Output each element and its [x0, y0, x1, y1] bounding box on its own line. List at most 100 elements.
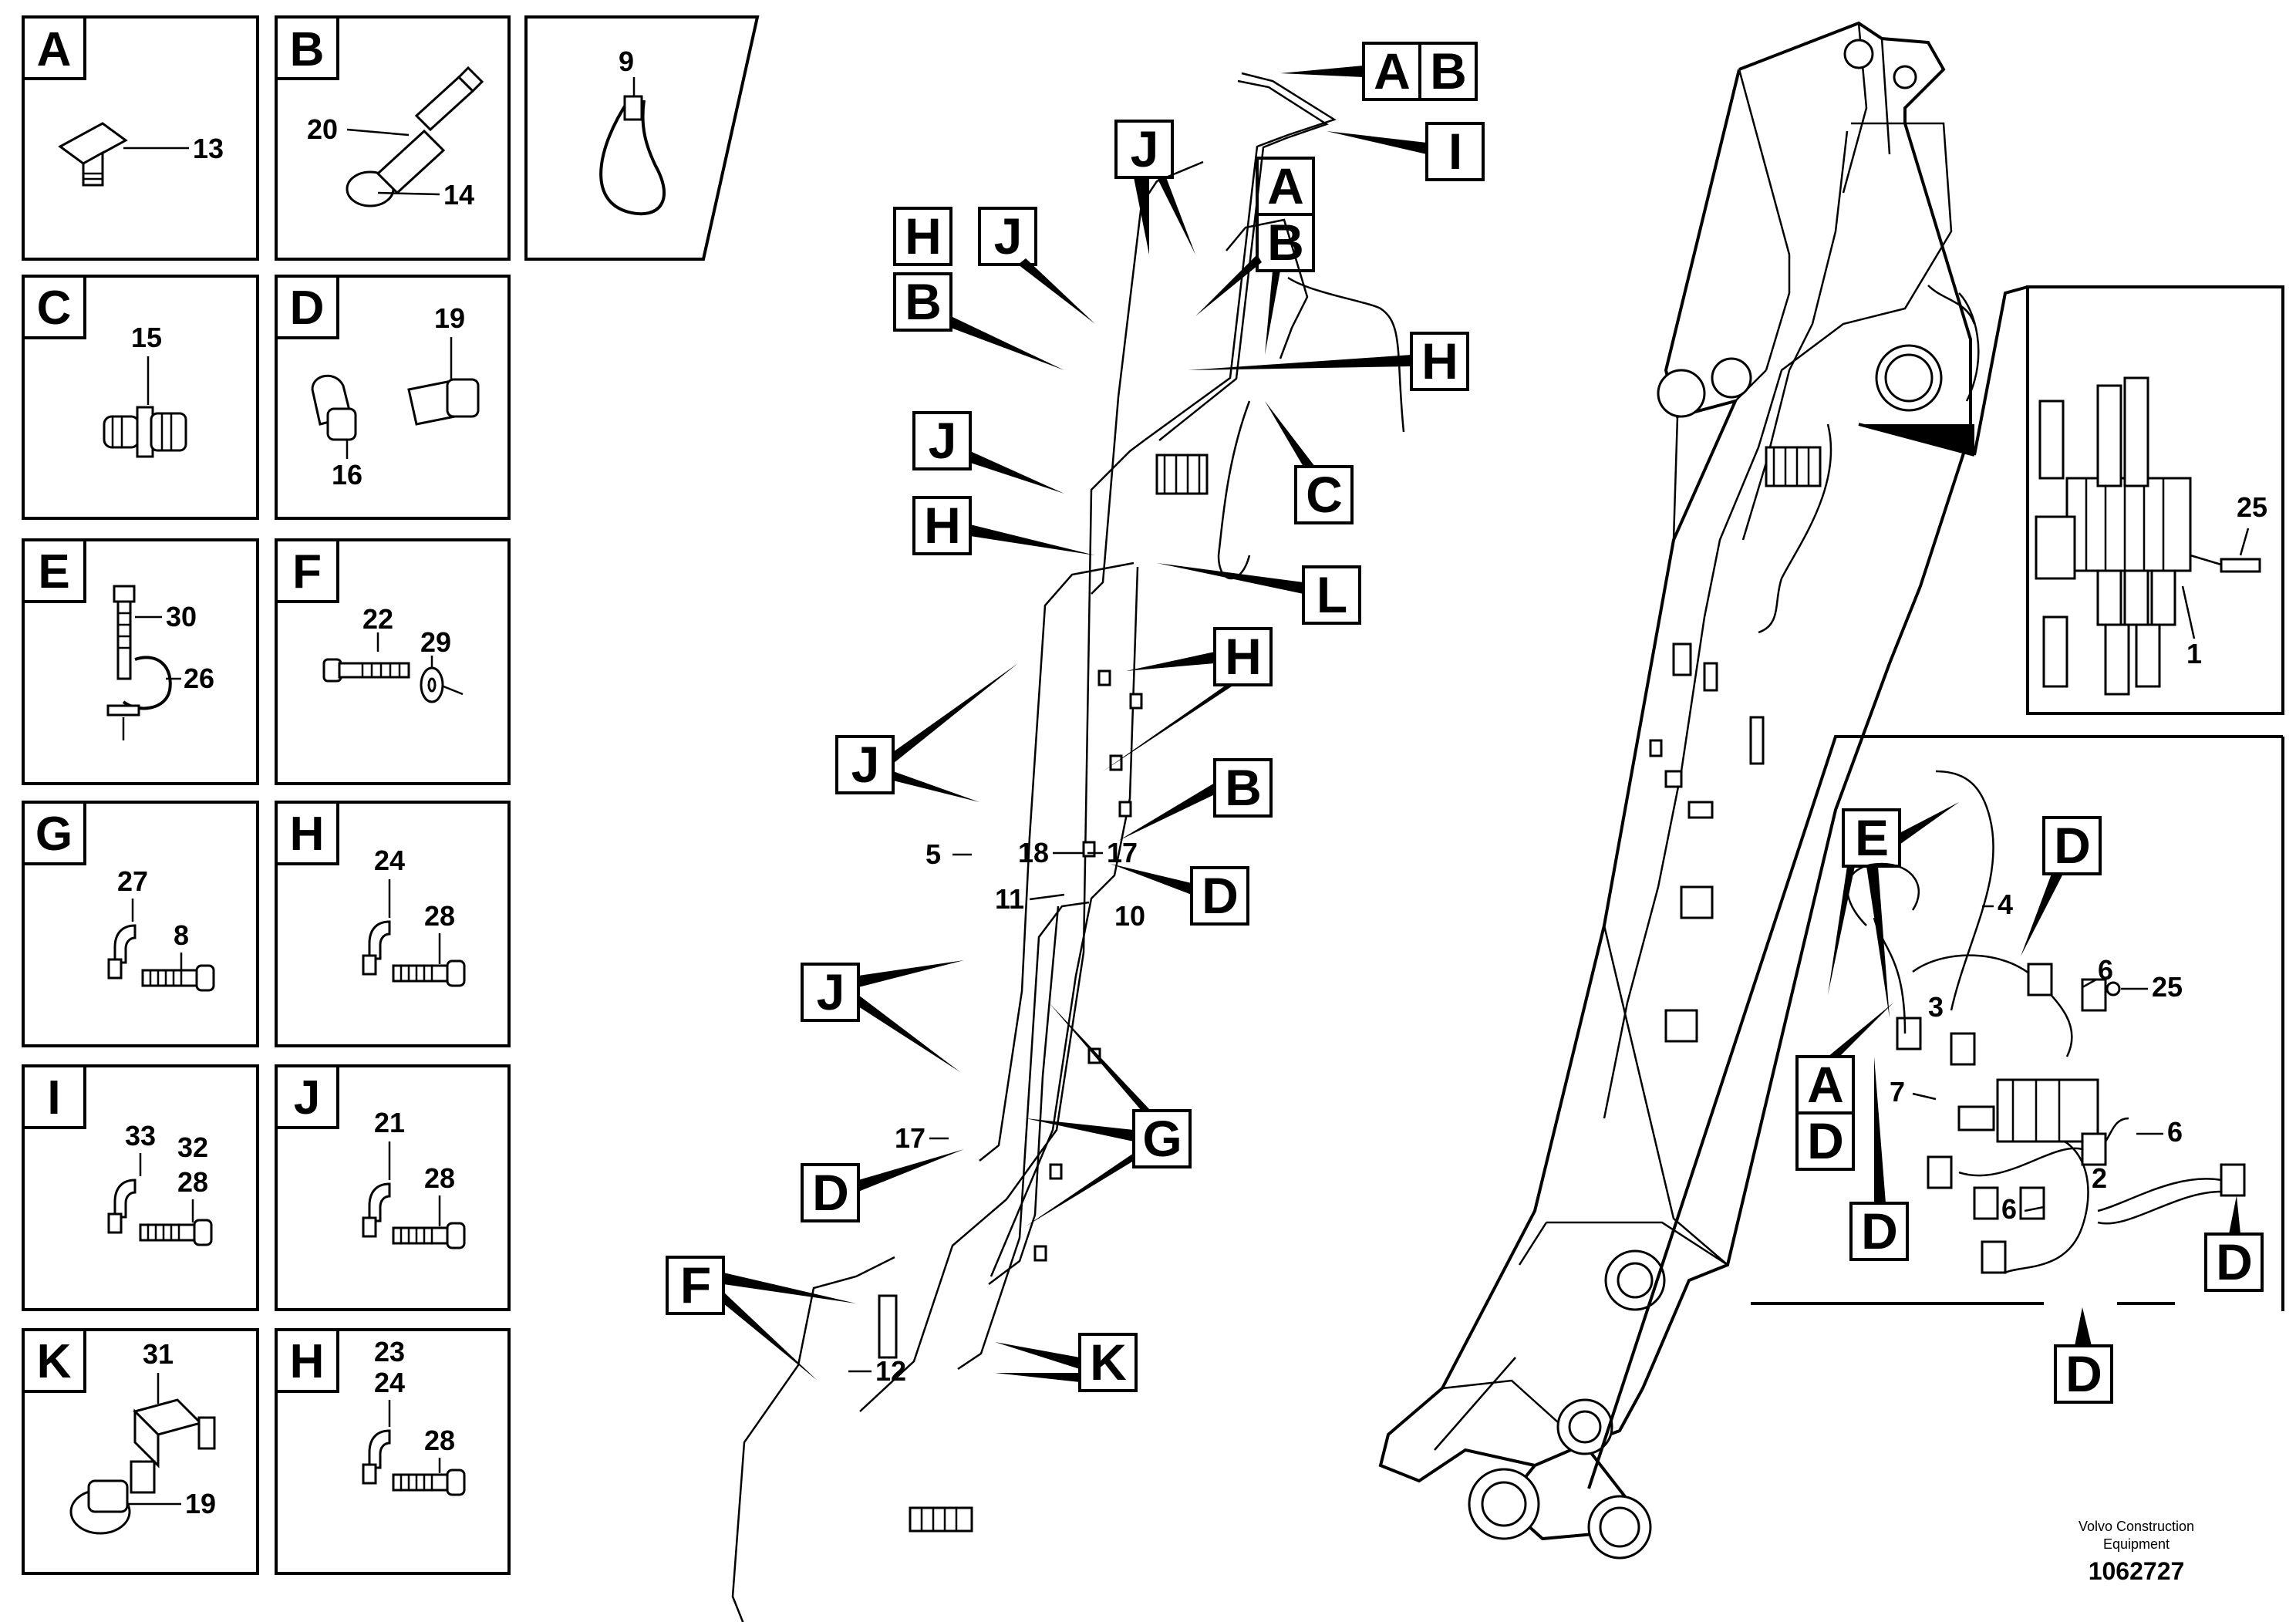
nipple-fitting-icon: [103, 406, 187, 458]
svg-text:J: J: [851, 736, 880, 793]
callout-d-detail-4: D: [2204, 1195, 2264, 1292]
svg-text:B: B: [1267, 214, 1304, 271]
panel-d-letter: D: [290, 282, 325, 335]
callout-h-1: H: [1188, 332, 1469, 391]
callout-d-2: D: [801, 1149, 964, 1222]
detail-num-6b: 6: [2167, 1116, 2183, 1148]
svg-text:B: B: [1430, 42, 1467, 99]
svg-text:D: D: [2054, 817, 2091, 874]
bolt-washer-icon: [322, 658, 464, 703]
panel-cable-tie: 9: [524, 15, 760, 261]
callout-j-3: J: [912, 411, 1064, 494]
panel-h1-num-1: 24: [374, 845, 405, 876]
svg-text:F: F: [680, 1256, 711, 1313]
callout-f: F: [666, 1256, 856, 1381]
svg-text:C: C: [1306, 466, 1343, 523]
panel-h2-num-2: 24: [374, 1367, 405, 1398]
svg-text:D: D: [1861, 1202, 1898, 1259]
callout-d-detail-5: D: [2054, 1307, 2113, 1404]
svg-text:D: D: [812, 1164, 849, 1221]
panel-k: K 31 19: [22, 1328, 259, 1575]
svg-text:G: G: [1142, 1110, 1182, 1167]
panel-i-num-1: 33: [125, 1120, 156, 1152]
panel-g-num-2: 8: [174, 919, 189, 951]
callout-a-left: H: [893, 207, 952, 266]
svg-text:B: B: [1225, 759, 1262, 816]
callout-d-detail-3: D: [1849, 1057, 1909, 1261]
plug-fitting-icon: [311, 374, 480, 441]
panel-d-num-2: 16: [332, 459, 362, 491]
panel-f-num-2: 29: [420, 626, 451, 658]
panel-k-num-1: 31: [143, 1338, 174, 1370]
panel-g-num-1: 27: [117, 865, 148, 897]
valve-num-25: 25: [2237, 491, 2267, 523]
svg-text:D: D: [1807, 1112, 1844, 1169]
panel-h2-num-3: 28: [424, 1425, 455, 1456]
hose-num-17a: 17: [1107, 837, 1138, 868]
panel-j-letter: J: [294, 1071, 320, 1125]
svg-text:A: A: [1807, 1056, 1844, 1113]
panel-a-letter: A: [37, 23, 72, 76]
panel-b-letter: B: [290, 23, 325, 76]
callout-j-5: J: [801, 960, 964, 1072]
callout-j-2: J: [978, 207, 1095, 324]
svg-text:E: E: [1855, 809, 1889, 866]
callout-j-4: J: [835, 663, 1018, 802]
callout-h-3: H: [1103, 627, 1273, 771]
test-coupling-icon: [346, 66, 484, 207]
brand-label: Volvo Construction: [2079, 1519, 2194, 1534]
hose-num-10: 10: [1114, 900, 1145, 932]
panel-g-letter: G: [35, 808, 72, 861]
panel-h-1: H 24 28: [275, 801, 511, 1047]
callout-h-2: H: [912, 496, 1095, 555]
callout-b-top: B: [1418, 42, 1478, 101]
svg-text:I: I: [1448, 123, 1462, 180]
panel-h-2: H 23 24 28: [275, 1328, 511, 1575]
hose-num-12: 12: [875, 1355, 906, 1387]
callout-a-top: A: [1280, 42, 1421, 101]
panel-f-num-1: 22: [362, 603, 393, 635]
svg-text:H: H: [1421, 332, 1458, 389]
callout-d-detail-1: D: [2021, 816, 2102, 956]
detail-num-4: 4: [1998, 889, 2013, 920]
panel-d: D 19 16: [275, 275, 511, 520]
hose-num-11: 11: [995, 883, 1024, 915]
svg-text:J: J: [994, 207, 1023, 265]
callout-d-detail-2: D: [1795, 1111, 1855, 1171]
callout-a-detail: A: [1795, 1003, 1893, 1114]
svg-text:J: J: [1131, 120, 1159, 177]
panel-tie-num: 9: [619, 46, 634, 77]
detail-num-6c: 6: [2001, 1193, 2017, 1225]
control-valve-icon: [2035, 376, 2192, 696]
svg-text:K: K: [1090, 1334, 1127, 1391]
callout-b-low: B: [1118, 758, 1273, 841]
svg-text:D: D: [2216, 1233, 2253, 1290]
bolt-clamp-icon: [106, 585, 172, 740]
elbow-fitting-icon: [58, 122, 128, 187]
main-callouts: A B I J A B H: [666, 42, 1485, 1392]
hose-routing: [731, 72, 1405, 1622]
svg-text:H: H: [1225, 628, 1262, 685]
svg-text:J: J: [929, 412, 957, 469]
svg-text:B: B: [905, 273, 942, 330]
callout-b-mid: B: [1195, 213, 1315, 355]
panel-i-num-2: 32: [177, 1131, 208, 1163]
valve-inset: 25 1: [1858, 285, 2284, 715]
panel-h1-letter: H: [290, 808, 325, 861]
panel-c-letter: C: [37, 282, 72, 335]
brand-label-line2: Equipment: [2103, 1536, 2170, 1552]
cable-tie-icon: [599, 95, 666, 216]
panel-k-num-2: 19: [185, 1488, 216, 1519]
panel-e: E 30 26: [22, 538, 259, 785]
panel-b: B 20 14: [275, 15, 511, 261]
panel-i-num-3: 28: [177, 1166, 208, 1198]
detail-valve-assembly: [1846, 770, 2246, 1274]
panel-a-num-1: 13: [193, 133, 224, 164]
callout-d-low: D: [1111, 864, 1249, 926]
callout-e: E: [1828, 802, 1959, 1018]
svg-text:H: H: [924, 497, 961, 554]
panel-c: C 15: [22, 275, 259, 520]
panel-k-letter: K: [37, 1335, 72, 1388]
drawing-footer: Volvo Construction Equipment 1062727: [2079, 1519, 2194, 1585]
panel-e-num-2: 26: [184, 663, 214, 694]
